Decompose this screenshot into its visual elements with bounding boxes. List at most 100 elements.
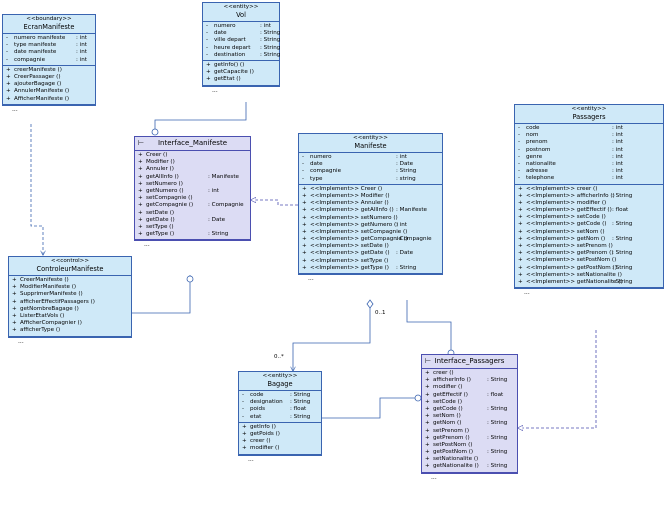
attribute-row[interactable]: -nom: int: [518, 132, 660, 139]
method-row[interactable]: +<<Implement>> getNom (): String: [518, 236, 660, 243]
attribute-row[interactable]: -nationalite: int: [518, 161, 660, 168]
class-interface-passagers[interactable]: ⊢Interface_Passagers+creer ()+afficherIn…: [421, 354, 520, 480]
method-row[interactable]: +<<Implement>> setPostNom (): [518, 257, 660, 264]
class-controleur-manifeste[interactable]: <<control>>ControleurManifeste+CreerMani…: [8, 256, 134, 344]
method-row[interactable]: +<<Implement>> getDate (): Date: [302, 250, 439, 257]
method-row[interactable]: +AnnulerManifeste (): [6, 88, 92, 95]
method-row[interactable]: +setPrenom (): [425, 428, 514, 435]
method-row[interactable]: +modifier (): [242, 445, 318, 452]
method-row[interactable]: +getNationalite (): String: [425, 463, 514, 470]
method-row[interactable]: +ListerEtatVols (): [12, 313, 128, 320]
method-row[interactable]: +<<Implement>> setCompagnie (): [302, 229, 439, 236]
method-row[interactable]: +setNationalite (): [425, 456, 514, 463]
class-interface-manifeste[interactable]: ⊢Interface_Manifeste+Creer ()+Modifier (…: [134, 136, 253, 248]
method-row[interactable]: +getPrenom (): String: [425, 435, 514, 442]
attribute-row[interactable]: -etat: String: [242, 414, 318, 421]
method-row[interactable]: +getNombreBagage (): [12, 306, 128, 313]
method-row[interactable]: +setType (): [138, 224, 247, 231]
method-row[interactable]: +ModifierManifeste (): [12, 284, 128, 291]
class-bagage[interactable]: <<entity>>Bagage-code: String-designatio…: [238, 371, 324, 462]
method-row[interactable]: +getCompagnie (): Compagnie: [138, 202, 247, 209]
method-row[interactable]: +getNumero (): int: [138, 188, 247, 195]
method-row[interactable]: +Annuler (): [138, 166, 247, 173]
method-row[interactable]: +Modifier (): [138, 159, 247, 166]
method-row[interactable]: +<<Implement>> afficherInfo (): String: [518, 193, 660, 200]
attribute-row[interactable]: -ville depart: String: [206, 37, 280, 44]
method-row[interactable]: +AfficherManifeste (): [6, 96, 92, 103]
attribute-row[interactable]: -numero: int: [206, 23, 276, 30]
attribute-row[interactable]: -code: String: [242, 392, 318, 399]
class-vol[interactable]: <<entity>>Vol-numero: int-date: String-v…: [202, 2, 282, 93]
method-row[interactable]: +CreerPassager (): [6, 74, 92, 81]
method-row[interactable]: +<<Implement>> getPrenom (): String: [518, 250, 660, 257]
attribute-row[interactable]: -numero: int: [302, 154, 439, 161]
method-row[interactable]: +<<Implement>> Annuler (): [302, 200, 439, 207]
method-row[interactable]: +setDate (): [138, 210, 247, 217]
method-row[interactable]: +<<Implement>> modifier (): [518, 200, 660, 207]
method-row[interactable]: +getEffectif (): float: [425, 392, 514, 399]
method-row[interactable]: +getAllInfo (): Manifeste: [138, 174, 247, 181]
method-row[interactable]: +<<Implement>> getAllInfo (): Manifeste: [302, 207, 439, 214]
method-row[interactable]: +getDate (): Date: [138, 217, 247, 224]
attribute-row[interactable]: -prenom: int: [518, 139, 660, 146]
method-row[interactable]: +<<Implement>> setNumero (): [302, 215, 439, 222]
method-row[interactable]: +setNumero (): [138, 181, 247, 188]
attribute-row[interactable]: -type manifeste: int: [6, 42, 92, 49]
method-row[interactable]: +setPostNom (): [425, 442, 514, 449]
method-row[interactable]: +setNom (): [425, 413, 514, 420]
attribute-row[interactable]: -destination: String: [206, 52, 280, 59]
attribute-row[interactable]: -compagnie: String: [302, 168, 439, 175]
method-row[interactable]: +<<Implement>> creer (): [518, 186, 660, 193]
attribute-row[interactable]: -code: int: [518, 125, 660, 132]
method-row[interactable]: +getNom (): String: [425, 420, 514, 427]
method-row[interactable]: +getCapacite (): [206, 69, 276, 76]
method-row[interactable]: +<<Implement>> getEffectif (): float: [518, 207, 660, 214]
method-row[interactable]: +AfficherCompagnier (): [12, 320, 128, 327]
method-row[interactable]: +getEtat (): [206, 76, 276, 83]
attribute-row[interactable]: -date: Date: [302, 161, 439, 168]
method-row[interactable]: +<<Implement>> getCompagnie (): Compagni…: [302, 236, 439, 243]
attribute-row[interactable]: -genre: int: [518, 154, 660, 161]
method-row[interactable]: +<<Implement>> setNationalite (): [518, 272, 660, 279]
method-row[interactable]: +setCompagnie (): [138, 195, 247, 202]
attribute-row[interactable]: -postnom: int: [518, 147, 660, 154]
method-row[interactable]: +<<Implement>> setDate (): [302, 243, 439, 250]
method-row[interactable]: +getInfo() (): [206, 62, 276, 69]
method-row[interactable]: +Creer (): [138, 152, 247, 159]
attribute-row[interactable]: -heure depart: String: [206, 45, 280, 52]
method-row[interactable]: +setCode (): [425, 399, 514, 406]
method-row[interactable]: +getCode (): String: [425, 406, 514, 413]
method-row[interactable]: +<<Implement>> setPrenom (): [518, 243, 660, 250]
attribute-row[interactable]: -date manifeste: int: [6, 49, 92, 56]
method-row[interactable]: +<<Implement>> getType (): String: [302, 265, 439, 272]
method-row[interactable]: +getType (): String: [138, 231, 247, 238]
method-row[interactable]: +afficherEffectifPassagers (): [12, 299, 128, 306]
method-row[interactable]: +<<Implement>> getPostNom (): String: [518, 265, 660, 272]
method-row[interactable]: +getInfo (): [242, 424, 318, 431]
attribute-row[interactable]: -compagnie: int: [6, 57, 92, 64]
method-row[interactable]: +<<Implement>> getCode (): String: [518, 221, 660, 228]
attribute-row[interactable]: -telephone: int: [518, 175, 660, 182]
method-row[interactable]: +getPostNom (): String: [425, 449, 514, 456]
method-row[interactable]: +<<Implement>> setType (): [302, 258, 439, 265]
class-ecran-manifeste[interactable]: <<boundary>>EcranManifeste-numero manife…: [2, 14, 98, 112]
method-row[interactable]: +creer (): [425, 370, 514, 377]
method-row[interactable]: +<<Implement>> setCode (): [518, 214, 660, 221]
method-row[interactable]: +<<Implement>> Creer (): [302, 186, 439, 193]
method-row[interactable]: +modifier (): [425, 384, 514, 391]
method-row[interactable]: +<<Implement>> getNumero (): int: [302, 222, 439, 229]
method-row[interactable]: +<<Implement>> getNationalite (): String: [518, 279, 660, 286]
attribute-row[interactable]: -type: string: [302, 176, 439, 183]
class-manifeste[interactable]: <<entity>>Manifeste-numero: int-date: Da…: [298, 133, 445, 282]
attribute-row[interactable]: -designation: String: [242, 399, 318, 406]
attribute-row[interactable]: -numero manifeste: int: [6, 35, 92, 42]
method-row[interactable]: +getPoids (): [242, 431, 318, 438]
method-row[interactable]: +<<Implement>> setNom (): [518, 229, 660, 236]
method-row[interactable]: +ajouterBagage (): [6, 81, 92, 88]
method-row[interactable]: +<<Implement>> Modifier (): [302, 193, 439, 200]
attribute-row[interactable]: -date: String: [206, 30, 280, 37]
class-passagers[interactable]: <<entity>>Passagers-code: int-nom: int-p…: [514, 104, 666, 296]
method-row[interactable]: +afficherType (): [12, 327, 128, 334]
method-row[interactable]: +SupprimerManifeste (): [12, 291, 128, 298]
method-row[interactable]: +afficherInfo (): String: [425, 377, 514, 384]
